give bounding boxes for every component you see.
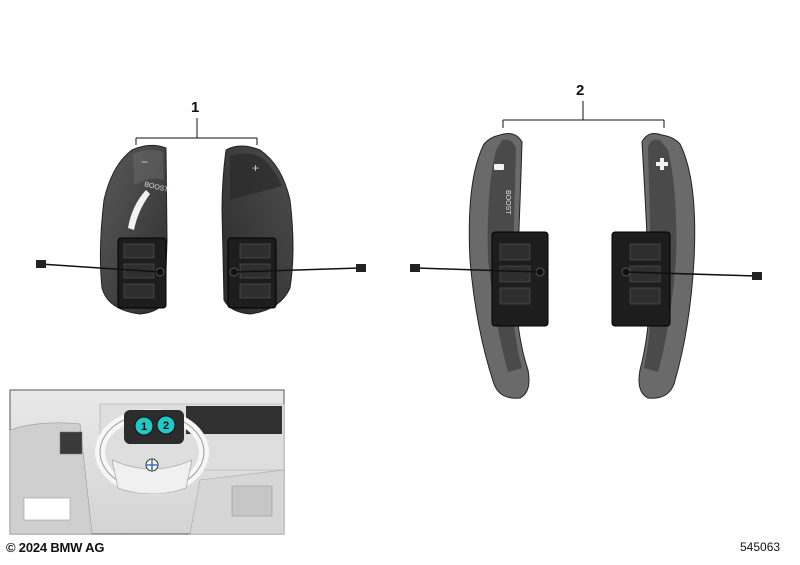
bracket-1 (135, 118, 258, 145)
callout-number-2: 2 (576, 82, 585, 99)
cable-plug-2b (752, 272, 762, 280)
inset-badge-2-text: 2 (163, 420, 169, 432)
inset-badge-1: 1 (134, 416, 154, 436)
minus-symbol: − (141, 155, 148, 169)
cable-1a (39, 263, 161, 273)
diagram-number: 545063 (740, 540, 781, 554)
copyright-notice: © 2024 BMW AG (6, 540, 105, 555)
cable-1b (233, 267, 361, 273)
cable-2a (415, 267, 541, 273)
connector-block-2a (491, 231, 549, 327)
connector-block-2b (611, 231, 671, 327)
cable-plug-2a (410, 264, 420, 272)
connector-block-1b (227, 237, 277, 309)
inset-badge-2: 2 (156, 415, 176, 435)
boost-label-2: BOOST (504, 190, 511, 215)
cable-2b (625, 271, 757, 277)
cabin-inset (9, 389, 285, 535)
plus-symbol: + (252, 161, 259, 175)
cable-plug-1b (356, 264, 366, 272)
connector-block-1a (117, 237, 167, 309)
inset-badge-1-text: 1 (141, 421, 147, 433)
callout-number-1: 1 (191, 99, 200, 116)
bracket-2 (502, 101, 665, 128)
cable-plug-1a (36, 260, 46, 268)
